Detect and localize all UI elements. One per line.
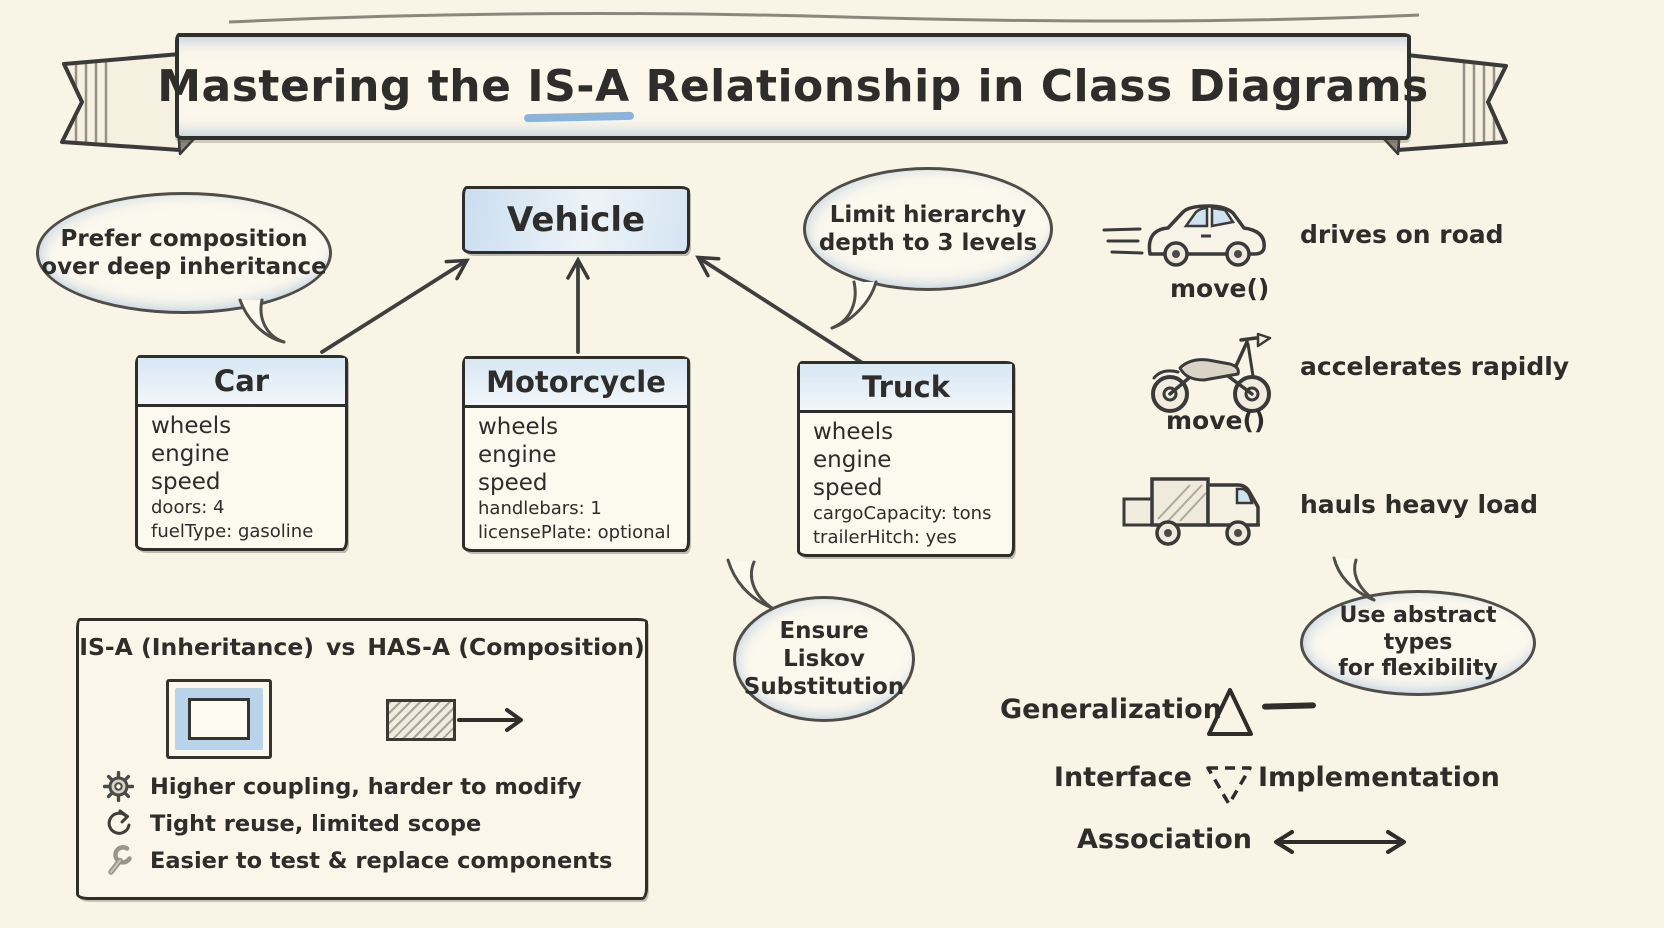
association-arrow-icon xyxy=(1274,830,1406,854)
title-banner: Mastering the IS-A Relationship in Class… xyxy=(157,33,1428,140)
comparison-bullet-coupling: Higher coupling, harder to modify xyxy=(103,771,582,802)
title-text-highlight: IS-A xyxy=(527,61,630,112)
method-label-car: move() xyxy=(1170,274,1270,303)
class-attributes-motorcycle: wheels engine speed handlebars: 1 licens… xyxy=(465,408,687,545)
inheritance-glyph xyxy=(166,679,272,759)
tip-line: Liskov xyxy=(783,645,865,672)
legend-generalization-label: Generalization xyxy=(1000,694,1222,725)
tip-bubble-composition: Prefer composition over deep inheritance xyxy=(36,192,332,314)
comparison-panel: IS-A (Inheritance) vs HAS-A (Composition) xyxy=(76,618,648,900)
tip-bubble-hierarchy-depth: Limit hierarchy depth to 3 levels xyxy=(803,167,1053,291)
speech-tail xyxy=(238,298,286,344)
composition-glyph xyxy=(386,699,456,741)
class-box-car: Car wheels engine speed doors: 4 fuelTyp… xyxy=(135,355,348,551)
tip-bubble-abstract-types: Use abstract types for flexibility xyxy=(1300,590,1536,696)
class-name-car: Car xyxy=(138,358,345,407)
tip-line: for flexibility xyxy=(1338,656,1498,682)
class-attributes-car: wheels engine speed doors: 4 fuelType: g… xyxy=(138,407,345,544)
comparison-bullet-testing: Easier to test & replace components xyxy=(103,845,612,876)
attribute: engine xyxy=(813,447,892,473)
method-label-motorcycle: move() xyxy=(1166,406,1266,435)
gear-icon xyxy=(103,771,134,802)
class-box-truck: Truck wheels engine speed cargoCapacity:… xyxy=(797,361,1015,557)
class-box-vehicle: Vehicle xyxy=(462,186,690,254)
tip-line: depth to 3 levels xyxy=(818,230,1038,256)
comparison-bullet-text: Easier to test & replace components xyxy=(150,847,613,874)
class-name-truck: Truck xyxy=(800,364,1012,413)
behavior-label-truck: hauls heavy load xyxy=(1300,490,1539,519)
legend-interface-label: Interface xyxy=(1053,762,1192,793)
tip-line: Substitution xyxy=(743,674,905,701)
wrench-icon xyxy=(108,845,132,875)
attribute: handlebars: 1 xyxy=(478,498,602,519)
car-icon xyxy=(1102,204,1266,267)
comparison-title-hasa: HAS-A (Composition) xyxy=(367,633,645,661)
generalization-triangle-icon xyxy=(1207,688,1253,736)
legend-implementation-label: Implementation xyxy=(1258,762,1500,793)
attribute: speed xyxy=(151,469,221,495)
class-name-vehicle: Vehicle xyxy=(506,200,646,240)
truck-icon xyxy=(1122,477,1260,546)
class-attributes-truck: wheels engine speed cargoCapacity: tons … xyxy=(800,413,1012,550)
banner-ribbon-tail-right xyxy=(1396,52,1508,152)
tip-bubble-liskov: Ensure Liskov Substitution xyxy=(733,596,915,722)
comparison-bullet-reuse: Tight reuse, limited scope xyxy=(103,808,481,839)
attribute: licensePlate: optional xyxy=(478,522,671,543)
page-title: Mastering the IS-A Relationship in Class… xyxy=(157,61,1428,112)
composition-arrow-icon xyxy=(457,708,523,732)
inheritance-glyph-inner-box xyxy=(188,698,250,740)
speech-tail xyxy=(1332,556,1376,602)
class-name-motorcycle: Motorcycle xyxy=(465,359,687,408)
attribute: wheels xyxy=(478,414,559,440)
ribbon-flourish-line xyxy=(228,11,1420,24)
attribute: trailerHitch: yes xyxy=(813,527,957,548)
comparison-title: IS-A (Inheritance) vs HAS-A (Composition) xyxy=(79,633,645,661)
comparison-bullet-text: Tight reuse, limited scope xyxy=(150,810,482,837)
tip-line: over deep inheritance xyxy=(41,254,327,280)
attribute: engine xyxy=(478,442,557,468)
title-text-pre: Mastering the xyxy=(157,61,528,112)
motorcycle-icon xyxy=(1151,332,1272,413)
attribute: speed xyxy=(478,470,548,496)
attribute: fuelType: gasoline xyxy=(151,521,314,542)
attribute: wheels xyxy=(151,413,232,439)
arrow-car-to-vehicle xyxy=(320,258,470,354)
attribute: cargoCapacity: tons xyxy=(813,503,992,524)
behavior-label-car: drives on road xyxy=(1300,220,1504,249)
attribute: doors: 4 xyxy=(151,497,225,518)
interface-dashed-triangle-icon xyxy=(1206,766,1252,806)
tip-line: Limit hierarchy xyxy=(829,201,1027,228)
class-box-motorcycle: Motorcycle wheels engine speed handlebar… xyxy=(462,356,690,552)
behavior-label-motorcycle: accelerates rapidly xyxy=(1300,352,1570,381)
generalization-line-icon xyxy=(1261,702,1317,710)
tip-line: Prefer composition xyxy=(60,225,308,252)
speech-tail xyxy=(726,558,774,610)
comparison-bullet-text: Higher coupling, harder to modify xyxy=(150,773,582,800)
inheritance-glyph-highlight xyxy=(175,688,263,750)
title-text-post: Relationship in Class Diagrams xyxy=(629,61,1429,112)
legend-association-label: Association xyxy=(1077,824,1252,855)
tip-line: Use abstract types xyxy=(1339,602,1497,655)
comparison-title-vs: vs xyxy=(326,633,356,661)
attribute: engine xyxy=(151,441,230,467)
speech-tail xyxy=(830,280,878,330)
refresh-icon xyxy=(107,809,131,835)
tip-line: Ensure xyxy=(779,617,869,644)
attribute: speed xyxy=(813,475,883,501)
attribute: wheels xyxy=(813,419,894,445)
comparison-title-isa: IS-A (Inheritance) xyxy=(79,633,314,661)
